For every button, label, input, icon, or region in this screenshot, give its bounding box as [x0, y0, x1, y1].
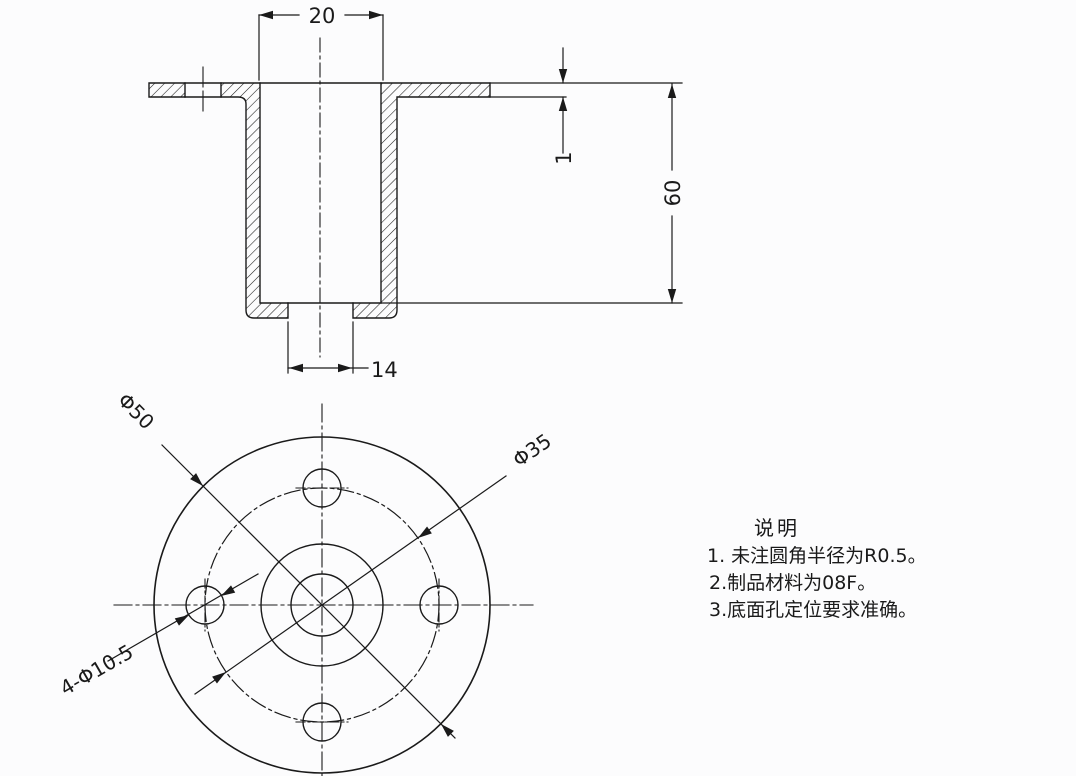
flange-left-segment [148, 82, 186, 98]
plan-centerlines [113, 403, 534, 776]
dim-1 [558, 47, 568, 154]
dim-phi50 [161, 444, 456, 739]
dim-60 [667, 83, 677, 304]
section-extension-lines [258, 14, 683, 374]
dim-60-label: 60 [661, 180, 685, 207]
section-view: 20 1 60 14 [148, 4, 685, 382]
dim-phi35 [194, 475, 507, 695]
note-line-1: 1. 未注圆角半径为R0.5。 [707, 545, 927, 567]
dim-bolt-holes-label: 4-Φ10.5 [56, 639, 137, 700]
dim-20-label: 20 [309, 4, 336, 28]
dim-phi35-label: Φ35 [508, 429, 556, 472]
cup-left-wall-and-floor [220, 82, 289, 319]
notes-block: 说明 1. 未注圆角半径为R0.5。 2.制品材料为08F。 3.底面孔定位要求… [707, 516, 927, 621]
dim-14 [287, 363, 369, 373]
notes-title: 说明 [754, 516, 800, 540]
dim-bolt-holes [107, 573, 259, 662]
cup-right-wall-and-flange [352, 82, 491, 319]
dim-phi50-label: Φ50 [113, 388, 159, 434]
dim-1-label: 1 [552, 151, 576, 164]
plan-view: Φ50 Φ35 4-Φ10.5 [56, 388, 556, 776]
dim-20 [258, 10, 384, 20]
section-material [148, 82, 491, 319]
section-centerlines [202, 37, 321, 358]
section-edges [184, 82, 382, 304]
dim-14-label: 14 [371, 358, 398, 382]
note-line-2: 2.制品材料为08F。 [709, 572, 876, 594]
note-line-3: 3.底面孔定位要求准确。 [709, 599, 917, 621]
